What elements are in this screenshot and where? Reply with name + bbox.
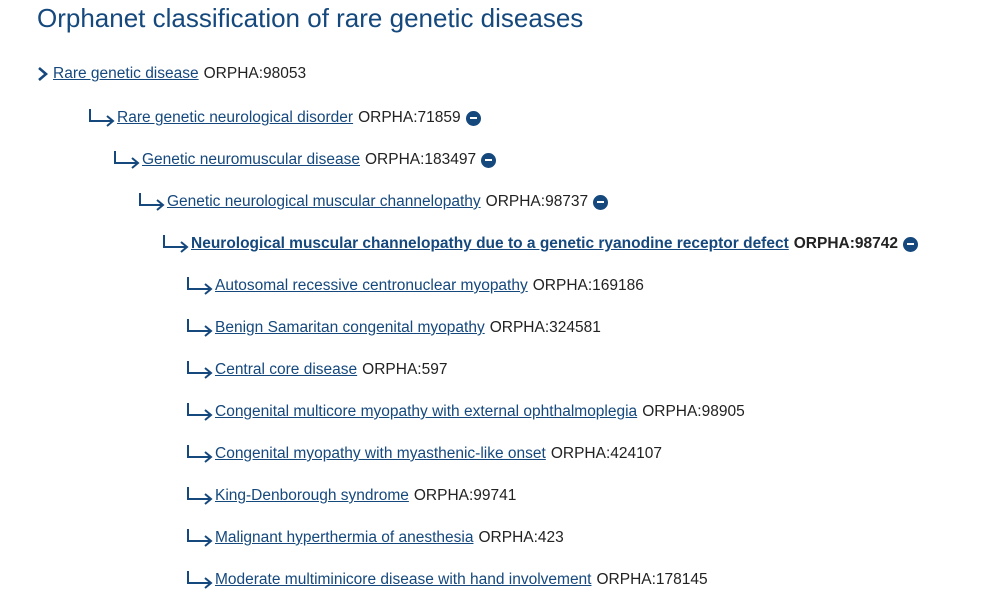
- tree-row-rare-genetic-disease: Rare genetic disease ORPHA:98053: [36, 62, 306, 86]
- orpha-code: ORPHA:98737: [485, 193, 589, 210]
- branch-arrow-icon: [185, 401, 215, 423]
- collapse-minus-icon[interactable]: [593, 194, 609, 210]
- branch-arrow-icon: [87, 107, 117, 129]
- branch-arrow-icon: [185, 359, 215, 381]
- branch-arrow-icon: [185, 569, 215, 591]
- tree-row-child: Malignant hyperthermia of anesthesia ORP…: [185, 526, 564, 550]
- tree-row-child: Moderate multiminicore disease with hand…: [185, 568, 708, 592]
- tree-link[interactable]: Central core disease: [215, 361, 358, 378]
- orpha-code: ORPHA:99741: [413, 487, 517, 504]
- branch-arrow-icon: [185, 317, 215, 339]
- tree-link[interactable]: Moderate multiminicore disease with hand…: [215, 571, 592, 588]
- tree-row-child: Congenital myopathy with myasthenic-like…: [185, 442, 662, 466]
- orpha-code: ORPHA:324581: [489, 319, 601, 336]
- orpha-code: ORPHA:183497: [364, 151, 477, 168]
- orpha-code: ORPHA:169186: [532, 277, 644, 294]
- tree-row-genetic-neurological-muscular-channelopathy: Genetic neurological muscular channelopa…: [137, 190, 609, 214]
- tree-row-child: Congenital multicore myopathy with exter…: [185, 400, 745, 424]
- tree-link[interactable]: Neurological muscular channelopathy due …: [191, 235, 789, 252]
- collapse-minus-icon[interactable]: [465, 110, 481, 126]
- tree-link[interactable]: Genetic neurological muscular channelopa…: [167, 193, 481, 210]
- tree-row-child: Central core disease ORPHA:597: [185, 358, 447, 382]
- tree-row-current-disorder: Neurological muscular channelopathy due …: [161, 232, 918, 256]
- chevron-right-icon[interactable]: [36, 65, 50, 83]
- tree-link[interactable]: Malignant hyperthermia of anesthesia: [215, 529, 474, 546]
- tree-link[interactable]: Congenital myopathy with myasthenic-like…: [215, 445, 546, 462]
- branch-arrow-icon: [185, 443, 215, 465]
- tree-link[interactable]: Benign Samaritan congenital myopathy: [215, 319, 485, 336]
- tree-link[interactable]: Genetic neuromuscular disease: [142, 151, 360, 168]
- branch-arrow-icon: [185, 527, 215, 549]
- tree-link[interactable]: Autosomal recessive centronuclear myopat…: [215, 277, 528, 294]
- tree-link[interactable]: Congenital multicore myopathy with exter…: [215, 403, 638, 420]
- branch-arrow-icon: [161, 233, 191, 255]
- orpha-code: ORPHA:423: [478, 529, 564, 546]
- tree-row-genetic-neuromuscular-disease: Genetic neuromuscular disease ORPHA:1834…: [112, 148, 497, 172]
- tree-link[interactable]: Rare genetic disease: [53, 65, 199, 82]
- tree-row-child: King-Denborough syndrome ORPHA:99741: [185, 484, 516, 508]
- tree-link[interactable]: King-Denborough syndrome: [215, 487, 409, 504]
- orpha-code: ORPHA:424107: [550, 445, 662, 462]
- collapse-minus-icon[interactable]: [481, 152, 497, 168]
- orpha-code: ORPHA:597: [362, 361, 448, 378]
- branch-arrow-icon: [137, 191, 167, 213]
- branch-arrow-icon: [185, 275, 215, 297]
- tree-row-child: Autosomal recessive centronuclear myopat…: [185, 274, 644, 298]
- branch-arrow-icon: [112, 149, 142, 171]
- orpha-code: ORPHA:98053: [203, 65, 307, 82]
- orpha-code: ORPHA:71859: [358, 109, 461, 126]
- orpha-code: ORPHA:98905: [642, 403, 745, 420]
- tree-link[interactable]: Rare genetic neurological disorder: [117, 109, 354, 126]
- orpha-code: ORPHA:98742: [793, 235, 898, 252]
- orpha-code: ORPHA:178145: [596, 571, 708, 588]
- tree-row-rare-genetic-neurological-disorder: Rare genetic neurological disorder ORPHA…: [87, 106, 481, 130]
- tree-row-child: Benign Samaritan congenital myopathy ORP…: [185, 316, 601, 340]
- collapse-minus-icon[interactable]: [903, 236, 918, 252]
- branch-arrow-icon: [185, 485, 215, 507]
- page-title: Orphanet classification of rare genetic …: [37, 3, 584, 33]
